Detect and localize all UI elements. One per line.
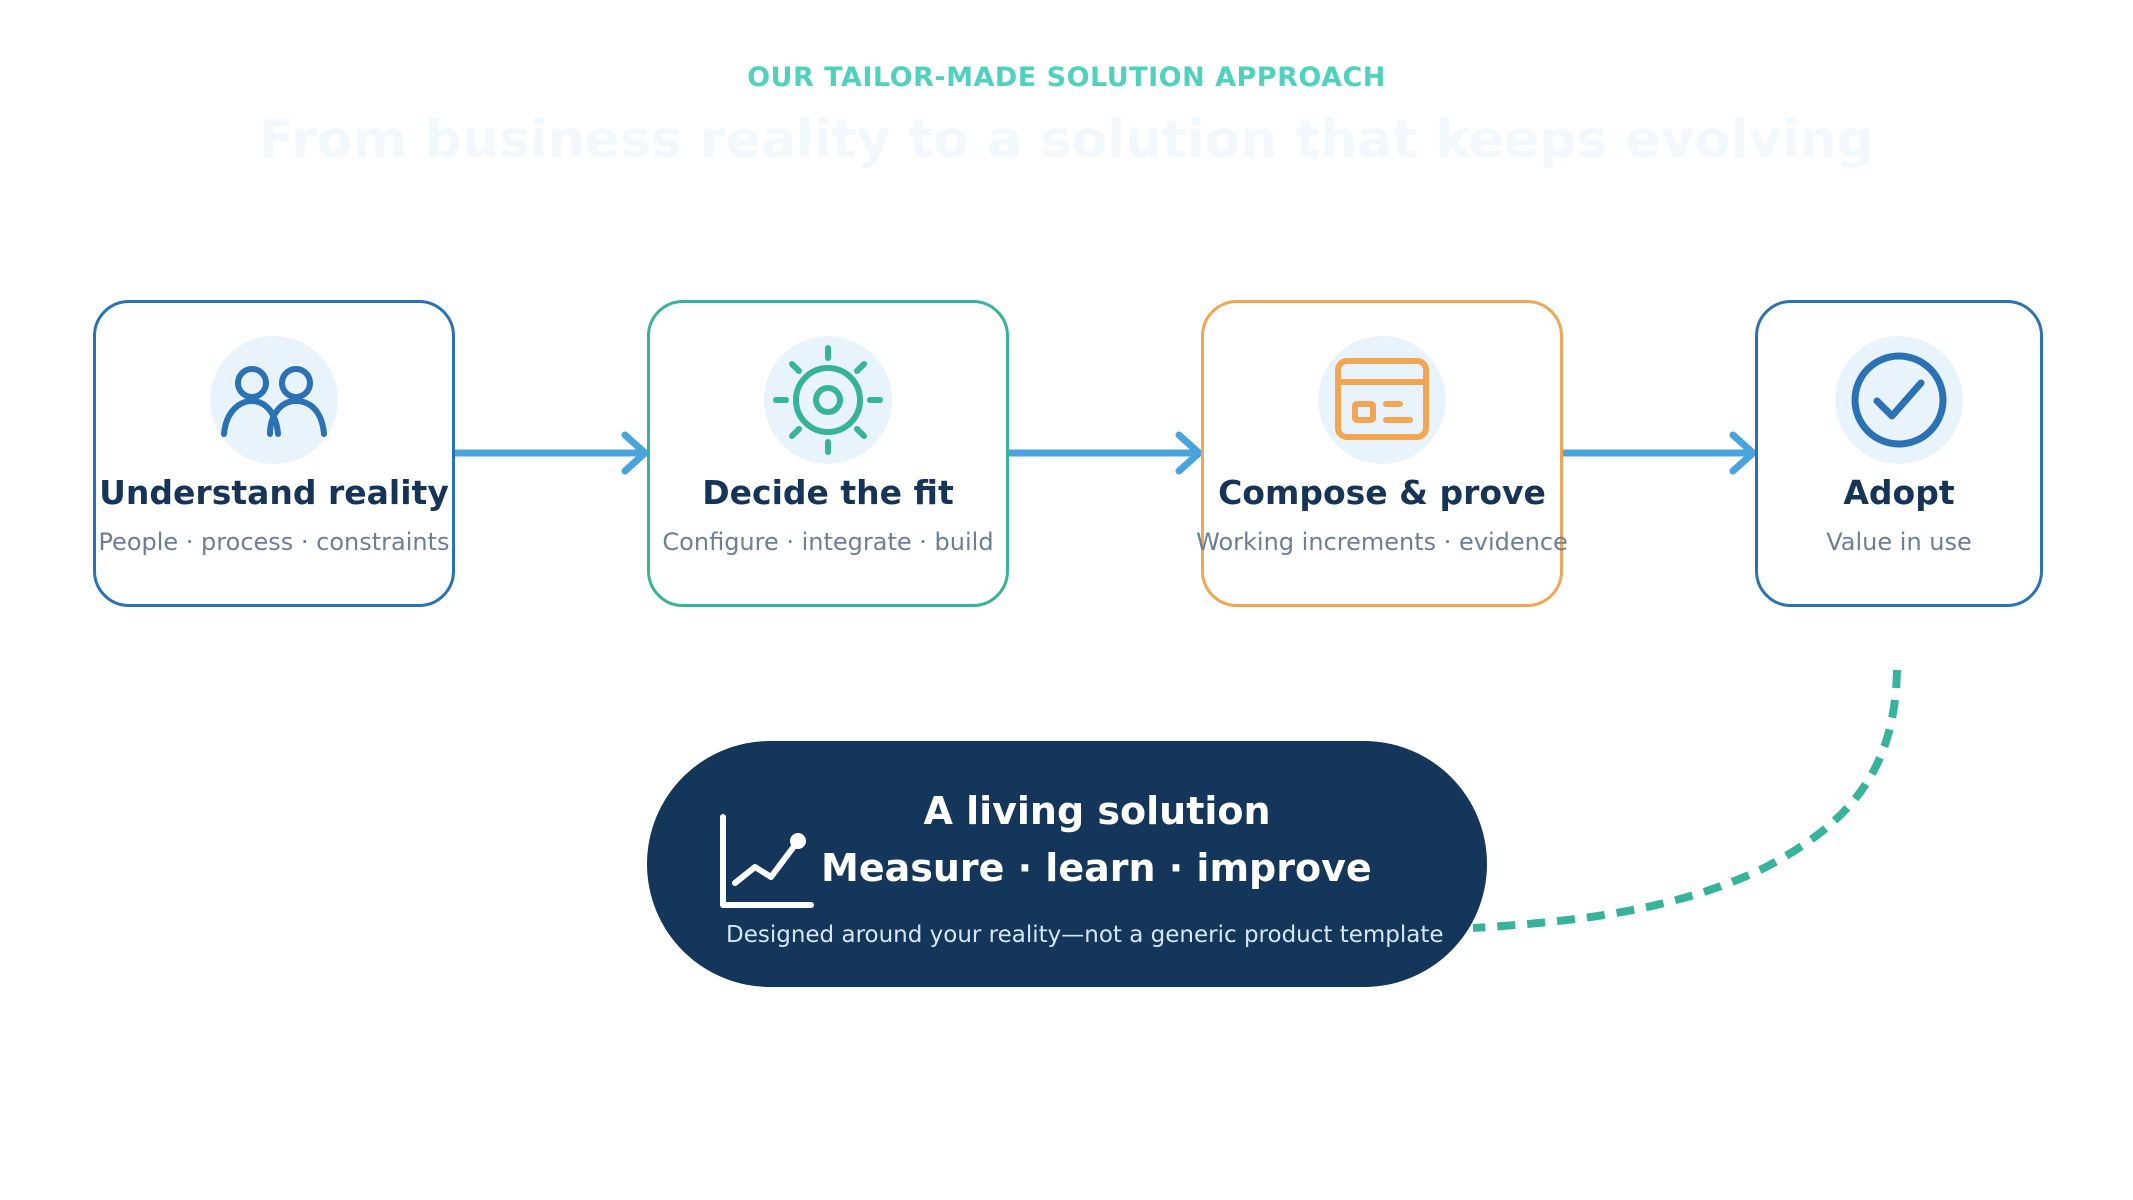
loop-subtitle: Measure · learn · improve: [821, 846, 1372, 890]
gear-icon: [764, 336, 892, 464]
step-subtitle: Working increments · evidence: [1196, 528, 1568, 556]
eyebrow-label: OUR TAILOR-MADE SOLUTION APPROACH: [747, 62, 1386, 93]
arrowhead-1-2: [621, 431, 649, 475]
step-card-compose: Compose & prove Working increments · evi…: [1196, 300, 1568, 607]
layout-window-icon: [1318, 336, 1446, 464]
trend-chart-icon: [720, 814, 814, 908]
loop-title: A living solution: [923, 789, 1271, 833]
living-solution-pill: A living solution Measure · learn · impr…: [647, 741, 1487, 987]
step-card-adopt: Adopt Value in use: [1755, 300, 2043, 607]
step-card-understand: Understand reality People · process · co…: [93, 300, 455, 607]
step-subtitle: People · process · constraints: [98, 528, 450, 556]
step-title: Decide the fit: [702, 473, 954, 512]
page-headline: From business reality to a solution that…: [258, 110, 1875, 170]
step-title: Understand reality: [99, 473, 449, 512]
arrowhead-2-3: [1175, 431, 1203, 475]
step-subtitle: Configure · integrate · build: [662, 528, 994, 556]
arrowhead-3-4: [1729, 431, 1757, 475]
check-circle-icon: [1835, 336, 1963, 464]
step-card-decide: Decide the fit Configure · integrate · b…: [647, 300, 1009, 607]
people-icon: [210, 336, 338, 464]
step-title: Compose & prove: [1218, 473, 1546, 512]
loop-caption: Designed around your reality—not a gener…: [726, 922, 1444, 948]
step-title: Adopt: [1843, 473, 1955, 512]
step-subtitle: Value in use: [1826, 528, 1972, 556]
